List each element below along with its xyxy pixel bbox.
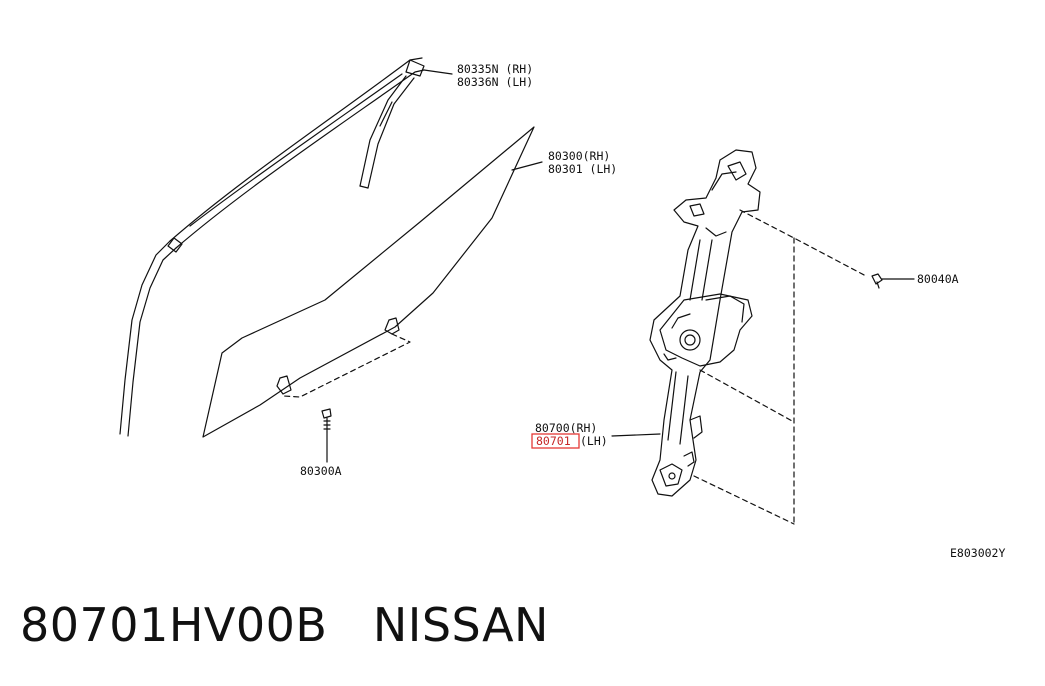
label-glass-lh: 80301 (LH) bbox=[548, 162, 617, 176]
part-number: 80701HV00B bbox=[20, 598, 328, 652]
label-regulator-lh-code: 80701 bbox=[536, 434, 571, 448]
regulator-bolt bbox=[693, 209, 883, 525]
highlight-box bbox=[531, 433, 580, 449]
label-glass-rh: 80300(RH) bbox=[548, 149, 610, 163]
window-regulator bbox=[649, 149, 761, 497]
figure-code: E803002Y bbox=[950, 546, 1005, 560]
label-bolt-glass: 80300A bbox=[300, 464, 342, 478]
label-regulator-lh-side: (LH) bbox=[580, 434, 608, 448]
leader-lines bbox=[326, 69, 915, 463]
label-weatherstrip-rh: 80335N (RH) bbox=[457, 62, 533, 76]
part-caption: 80701HV00B NISSAN bbox=[20, 598, 549, 652]
label-regulator-rh: 80700(RH) bbox=[535, 421, 597, 435]
door-glass bbox=[202, 126, 535, 438]
brand-name: NISSAN bbox=[372, 598, 549, 652]
weatherstrip-sash bbox=[119, 57, 425, 437]
label-weatherstrip-lh: 80336N (LH) bbox=[457, 75, 533, 89]
label-bolt-regulator: 80040A bbox=[917, 272, 959, 286]
glass-bolt bbox=[283, 333, 411, 433]
